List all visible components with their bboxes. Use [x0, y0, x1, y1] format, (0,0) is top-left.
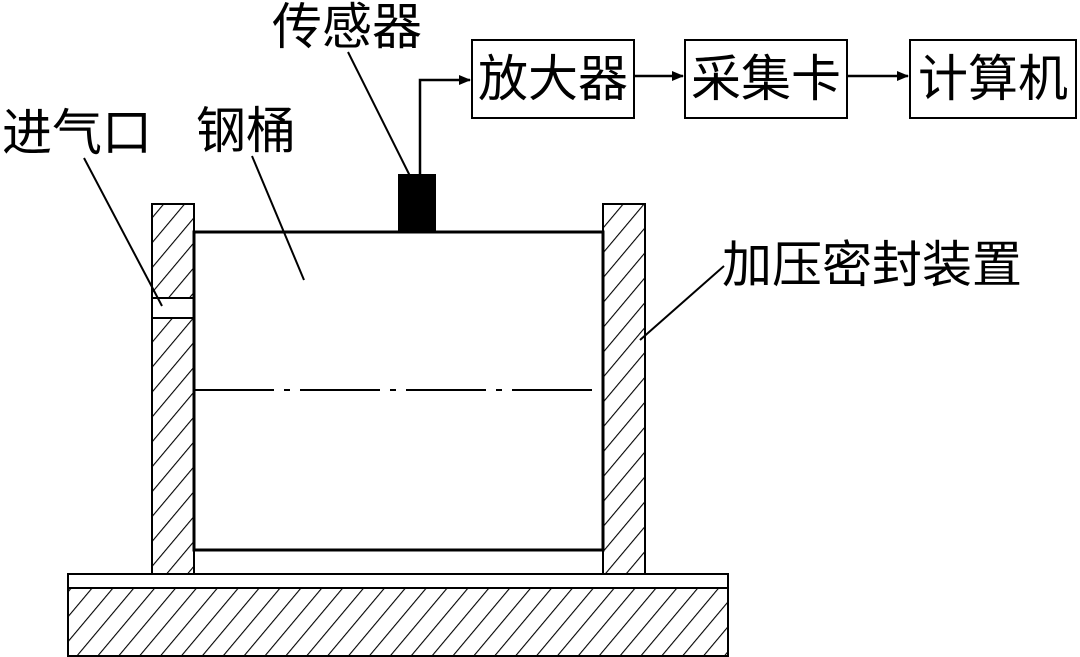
- computer-label: 计算机: [918, 50, 1068, 108]
- base-plate-top: [67, 573, 729, 589]
- seal-device-leader: [639, 265, 725, 341]
- base-plate-hatched: [67, 587, 729, 657]
- left-seal-wall: [151, 203, 195, 575]
- air-inlet-leader: [83, 157, 163, 307]
- right-seal-wall: [602, 203, 646, 575]
- daq-card-box: [684, 39, 848, 119]
- signal-wire: [418, 75, 471, 174]
- sensor-label: 传感器: [272, 0, 422, 56]
- air-inlet-label: 进气口: [2, 104, 152, 162]
- daq-card-label: 采集卡: [691, 50, 841, 108]
- sensor-leader: [347, 51, 411, 177]
- steel-barrel-label: 钢桶: [196, 102, 296, 160]
- computer-box: [909, 39, 1077, 119]
- amplifier-label: 放大器: [478, 50, 628, 108]
- amplifier-box: [471, 39, 635, 119]
- sensor-block: [398, 174, 436, 232]
- seal-device-label: 加压密封装置: [722, 236, 1022, 294]
- steel-barrel-leader: [251, 155, 305, 281]
